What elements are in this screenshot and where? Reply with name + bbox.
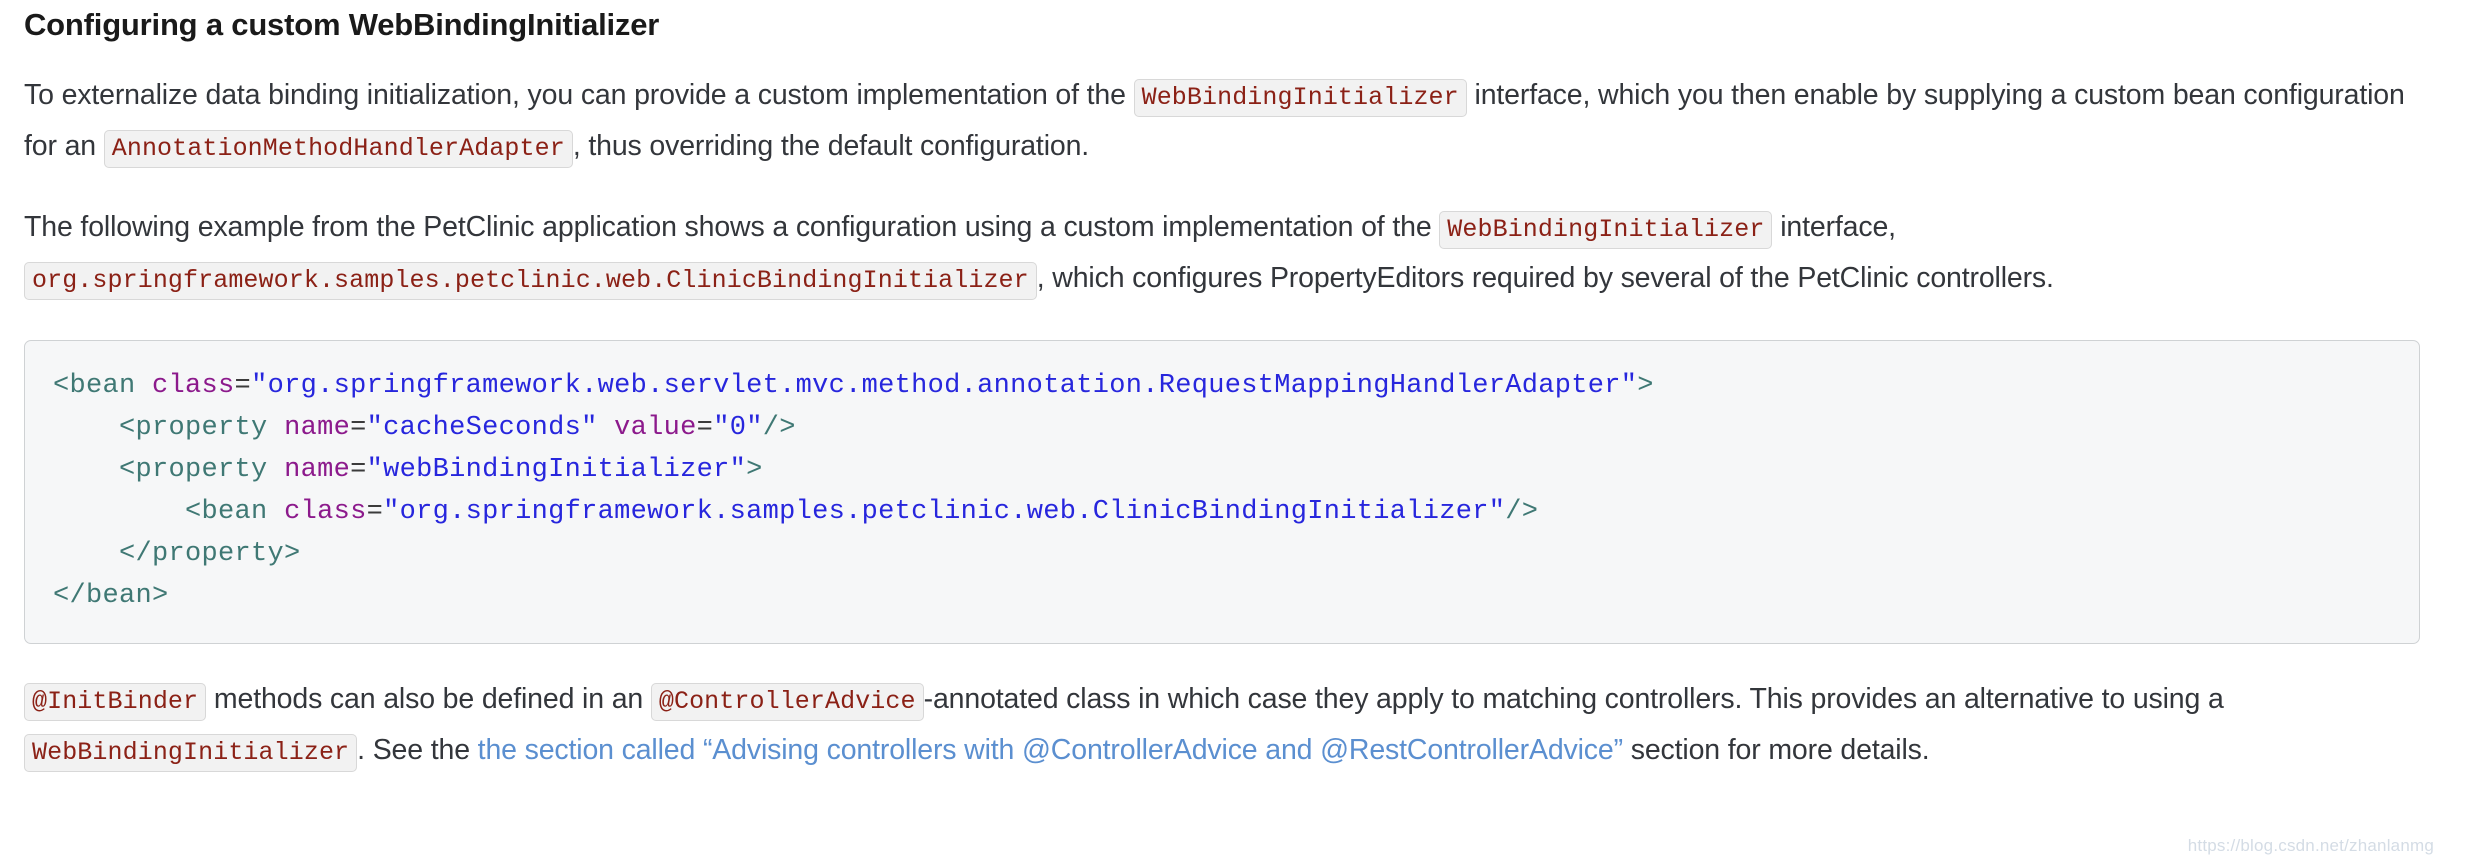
code-token-attr-name-2: name (284, 455, 351, 486)
inline-code-webbindinginitializer: WebBindingInitializer (1133, 79, 1467, 118)
inline-code-clinicbindinginitializer: org.springframework.samples.petclinic.we… (24, 262, 1037, 301)
code-token-bean-close: </bean> (53, 581, 169, 612)
code-token-str-adapter: "org.springframework.web.servlet.mvc.met… (251, 371, 1638, 402)
paragraph-initbinder-text-3: . See the (357, 734, 478, 767)
code-token-attr-name-1: name (284, 413, 351, 444)
paragraph-example: The following example from the PetClinic… (24, 202, 2444, 304)
paragraph-intro: To externalize data binding initializati… (24, 70, 2444, 172)
code-token-property-open-2: <property (119, 455, 268, 486)
page-title: Configuring a custom WebBindingInitializ… (24, 7, 660, 42)
paragraph-example-text-2: interface, (1772, 211, 1896, 244)
code-block-content: <bean class="org.springframework.web.ser… (53, 371, 1654, 612)
code-block-xml-config: <bean class="org.springframework.web.ser… (24, 340, 2420, 645)
code-token-str-zero: "0" (713, 413, 763, 444)
inline-code-webbindinginitializer-2: WebBindingInitializer (1439, 211, 1773, 250)
code-token-attr-class-2: class (284, 497, 367, 528)
inline-code-webbindinginitializer-3: WebBindingInitializer (24, 734, 358, 773)
inline-code-annotationmethodhandleradapter: AnnotationMethodHandlerAdapter (103, 130, 573, 169)
paragraph-example-text-3: , which configures PropertyEditors requi… (1036, 262, 2054, 295)
paragraph-example-text-1: The following example from the PetClinic… (24, 211, 1440, 244)
paragraph-initbinder: @InitBinder methods can also be defined … (24, 674, 2444, 776)
paragraph-initbinder-text-4: section for more details. (1622, 734, 1930, 767)
code-token-bean-open-2: <bean (185, 497, 268, 528)
code-token-str-clinic: "org.springframework.samples.petclinic.w… (383, 497, 1506, 528)
paragraph-intro-text-3: , thus overriding the default configurat… (572, 130, 1090, 163)
code-token-str-webbindinginitializer: "webBindingInitializer" (366, 455, 747, 486)
link-advising-controllers-section[interactable]: the section called “Advising controllers… (477, 734, 1623, 767)
inline-code-controlleradvice: @ControllerAdvice (650, 683, 924, 722)
watermark: https://blog.csdn.net/zhanlanmg (2187, 836, 2434, 855)
code-token-property-close: </property> (119, 539, 301, 570)
code-token-attr-value: value (614, 413, 697, 444)
inline-code-initbinder: @InitBinder (24, 683, 207, 722)
paragraph-intro-text-1: To externalize data binding initializati… (24, 79, 1134, 112)
paragraph-initbinder-text-1: methods can also be defined in an (206, 683, 651, 716)
code-token-property-open-1: <property (119, 413, 268, 444)
paragraph-intro-text-2: interface, which you then enable by supp… (24, 79, 2405, 163)
code-token-str-cacheseconds: "cacheSeconds" (366, 413, 598, 444)
code-token-attr-class: class (152, 371, 235, 402)
code-token-bean-open: <bean (53, 371, 136, 402)
paragraph-initbinder-text-2: -annotated class in which case they appl… (923, 683, 2224, 716)
